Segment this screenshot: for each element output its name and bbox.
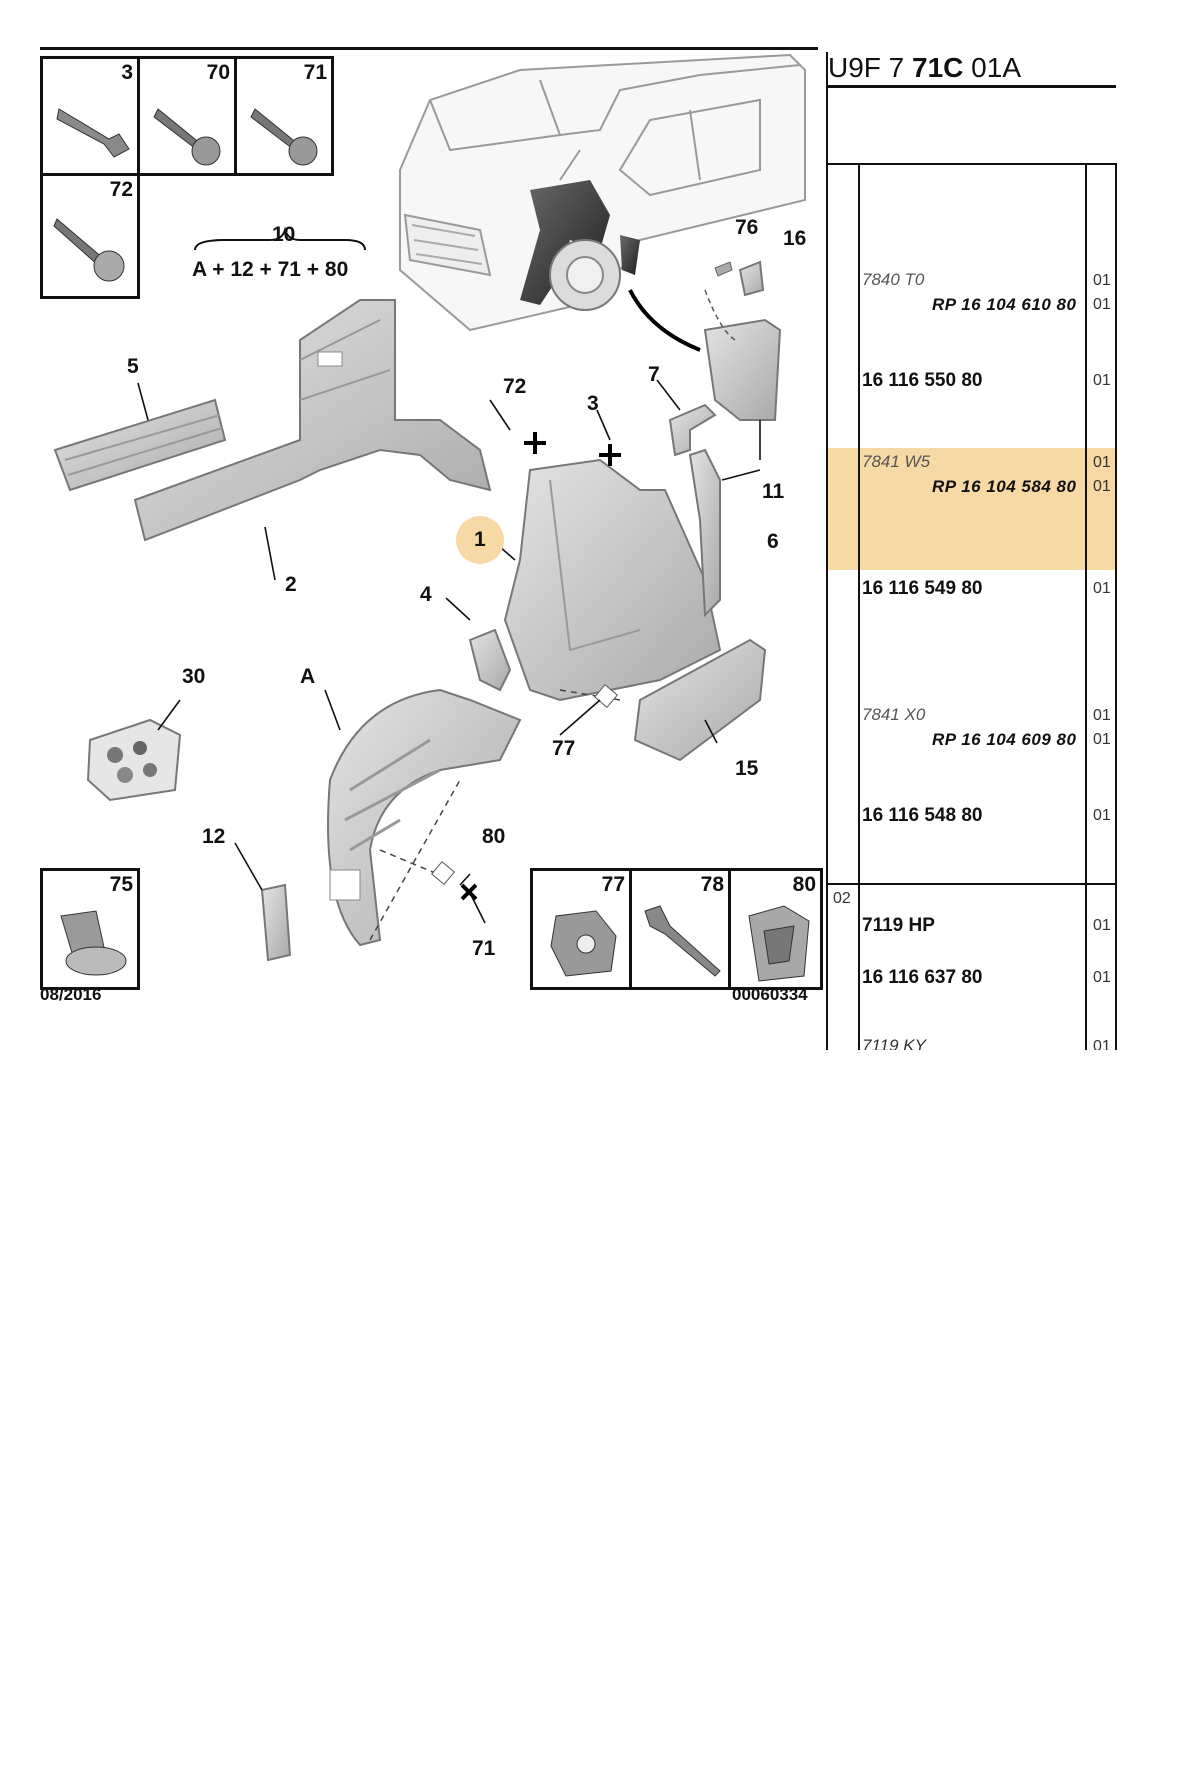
kit-label: 10	[272, 223, 296, 246]
quantity: 01	[1093, 1038, 1111, 1050]
inset-box-80: 80	[728, 868, 823, 990]
callout-16: 16	[783, 227, 807, 250]
rp-part-number: RP 16 104 610 80	[932, 295, 1077, 314]
inset-box-77: 77	[530, 868, 632, 990]
push-rivet-icon	[644, 905, 721, 977]
part-11-mudflap	[703, 318, 782, 421]
bolt-icon	[153, 108, 221, 166]
inset-box-3: 3	[40, 56, 140, 176]
callout-76: 76	[735, 216, 759, 239]
inset-box-72: 72	[40, 173, 140, 299]
part-number: 16 116 550 80	[862, 370, 983, 391]
panel-header: U9F 7 71C 01A	[828, 52, 1022, 83]
callout-A: A	[300, 665, 316, 688]
inset-box-71: 71	[234, 56, 334, 176]
rp-part-number: RP 16 104 609 80	[932, 730, 1077, 749]
callout-6: 6	[767, 530, 779, 553]
part-12-cover	[260, 883, 292, 962]
part-number: 16 116 637 80	[862, 967, 983, 988]
clip-nut-icon	[550, 910, 617, 977]
part-76-pin	[714, 261, 733, 277]
callout-1: 1	[474, 528, 486, 551]
quantity: 01	[1093, 272, 1111, 289]
panel-line	[826, 163, 1116, 165]
quantity: 01	[1093, 707, 1111, 724]
callout-2: 2	[285, 573, 297, 596]
diagram-top-border	[40, 47, 818, 50]
part-number: 7119 HP	[862, 915, 935, 936]
part-1-front-wing	[503, 458, 722, 702]
ref-code: 7119 KY	[862, 1036, 926, 1050]
exploded-diagram	[53, 53, 806, 962]
part-5-sill-rail	[53, 398, 227, 492]
clipped-row: 7119 KY 01	[828, 1030, 1116, 1050]
callout-1-highlight	[456, 516, 504, 564]
callout-12: 12	[202, 825, 226, 848]
inset-box-75: 75	[40, 868, 140, 990]
part-6-brace	[688, 448, 721, 618]
part-2-inner-wheelhouse	[133, 299, 492, 542]
quantity: 01	[1093, 807, 1111, 824]
ref-code: 7840 T0	[862, 270, 925, 289]
part-16-clip	[738, 260, 765, 297]
van-illustration	[399, 53, 806, 332]
panel-line	[1085, 163, 1087, 1050]
footer-date: 08/2016	[40, 985, 102, 1004]
callout-77: 77	[552, 737, 576, 760]
quantity: 01	[1093, 372, 1111, 389]
callout-72: 72	[503, 375, 527, 398]
callout-11: 11	[762, 480, 785, 503]
part-15-moulding	[633, 638, 767, 762]
kit-brace	[194, 226, 366, 251]
callout-30: 30	[182, 665, 206, 688]
panel-line	[858, 163, 860, 883]
inset-box-70: 70	[137, 56, 237, 176]
screw-icon	[56, 108, 130, 158]
part-number: 16 116 548 80	[862, 805, 983, 826]
ref-code: 7841 W5	[862, 452, 931, 471]
rp-part-number: RP 16 104 584 80	[932, 477, 1077, 496]
part-number: 16 116 549 80	[862, 578, 983, 599]
quantity: 01	[1093, 969, 1111, 986]
spring-clip-icon	[748, 905, 810, 982]
callout-80: 80	[482, 825, 506, 848]
panel-header-rule	[826, 85, 1116, 88]
part-30-fastener-pack	[86, 718, 182, 802]
quantity: 01	[1093, 454, 1111, 471]
callout-5: 5	[127, 355, 139, 378]
callout-71: 71	[472, 937, 496, 960]
part-7-bracket	[668, 403, 717, 457]
quantity: 01	[1093, 478, 1111, 495]
pointer-arrow	[628, 289, 701, 352]
callout-4: 4	[420, 583, 432, 606]
inset-box-78: 78	[629, 868, 731, 990]
callout-15: 15	[735, 757, 759, 780]
van-wheel-arch-highlight	[520, 180, 640, 311]
panel-line	[826, 52, 828, 1050]
rivet-nut-icon	[60, 910, 127, 976]
quantity: 01	[1093, 296, 1111, 313]
quantity: 01	[1093, 917, 1111, 934]
panel-line	[826, 883, 1116, 885]
screw-icon	[53, 218, 125, 282]
panel-line	[858, 883, 860, 1050]
callout-7: 7	[648, 363, 660, 386]
footer-code: 00060334	[732, 985, 808, 1004]
quantity: 01	[1093, 580, 1111, 597]
selected-row-highlight	[828, 448, 1116, 570]
callout-3: 3	[587, 392, 599, 415]
ref-code: 7841 X0	[862, 705, 926, 724]
section-number: 02	[833, 890, 851, 907]
panel-line	[1115, 163, 1117, 1050]
part-4-bracket	[468, 628, 512, 692]
kit-formula: A + 12 + 71 + 80	[192, 258, 349, 281]
part-A-arch-liner	[327, 688, 522, 947]
bolt-icon	[250, 108, 318, 166]
quantity: 01	[1093, 731, 1111, 748]
